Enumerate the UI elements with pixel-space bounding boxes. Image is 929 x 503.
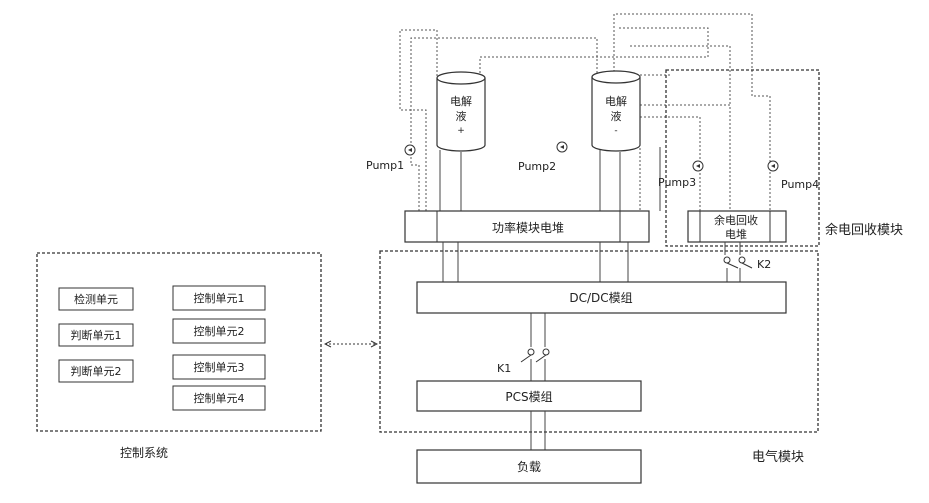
control-unit-2: 控制单元2 <box>173 319 265 343</box>
left-tank-label-2: 液 <box>456 109 467 123</box>
judgment-unit-1: 判断单元1 <box>59 324 133 346</box>
power-stack-label: 功率模块电堆 <box>492 220 564 235</box>
right-tank-label-2: 液 <box>611 109 622 123</box>
judgment-unit-2-label: 判断单元2 <box>71 364 122 378</box>
load-label: 负载 <box>517 460 541 474</box>
right-tank: 电解 液 - <box>592 71 640 151</box>
detection-unit-label: 检测单元 <box>74 292 118 306</box>
recovery-battery: 余电回收 电堆 <box>688 211 786 242</box>
solid-pipes <box>440 147 660 211</box>
left-tank-label-3: + <box>457 126 465 136</box>
pump4-label: Pump4 <box>781 178 819 191</box>
dcdc-module: DC/DC模组 <box>417 282 786 313</box>
dcdc-pcs-wires <box>531 313 545 381</box>
recovery-battery-label-2: 电堆 <box>725 228 747 241</box>
judgment-unit-2: 判断单元2 <box>59 360 133 382</box>
control-unit-3-label: 控制单元3 <box>194 360 245 374</box>
load-box: 负载 <box>417 450 641 483</box>
pcs-module: PCS模组 <box>417 381 641 411</box>
pcs-load-wires <box>531 411 545 450</box>
control-unit-4-label: 控制单元4 <box>194 391 245 405</box>
power-stack: 功率模块电堆 <box>405 211 649 242</box>
control-unit-3: 控制单元3 <box>173 355 265 379</box>
pump2-label: Pump2 <box>518 160 556 173</box>
pcs-label: PCS模组 <box>505 390 552 404</box>
judgment-unit-1-label: 判断单元1 <box>71 328 122 342</box>
switch-k1-label: K1 <box>497 362 511 375</box>
detection-unit: 检测单元 <box>59 288 133 310</box>
pump1: Pump1 <box>366 145 415 172</box>
pump3-label: Pump3 <box>658 176 696 189</box>
right-tank-label-3: - <box>614 126 617 136</box>
stack-dcdc-wires <box>443 242 740 282</box>
control-unit-1-label: 控制单元1 <box>194 291 245 305</box>
pump1-label: Pump1 <box>366 159 404 172</box>
electrical-module-label: 电气模块 <box>752 449 804 465</box>
control-unit-4: 控制单元4 <box>173 386 265 410</box>
control-system-title: 控制系统 <box>120 446 168 460</box>
switch-k2-label: K2 <box>757 258 771 271</box>
left-tank: 电解 液 + <box>437 72 485 151</box>
pump4: Pump4 <box>768 161 819 191</box>
left-tank-label-1: 电解 <box>450 94 472 108</box>
switch-k1: K1 <box>497 349 549 375</box>
pump3: Pump3 <box>658 161 703 189</box>
control-unit-1: 控制单元1 <box>173 286 265 310</box>
right-tank-label-1: 电解 <box>605 94 627 108</box>
control-unit-2-label: 控制单元2 <box>194 324 245 338</box>
pump2: Pump2 <box>518 142 567 173</box>
recovery-module-label: 余电回收模块 <box>825 222 903 238</box>
switch-k2: K2 <box>724 257 771 271</box>
dcdc-label: DC/DC模组 <box>569 291 632 305</box>
recovery-battery-label-1: 余电回收 <box>714 213 758 227</box>
